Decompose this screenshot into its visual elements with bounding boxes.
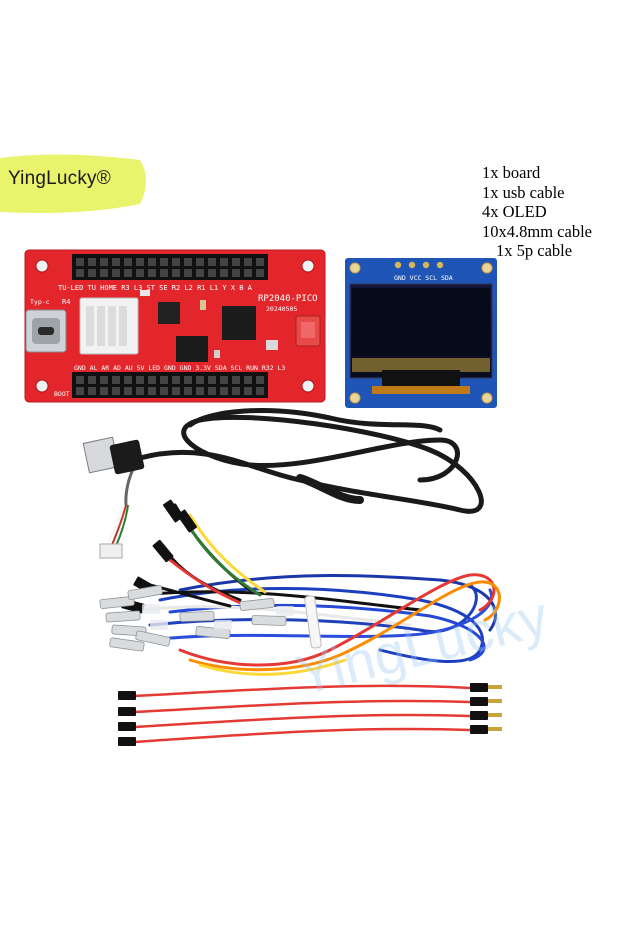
contents-item: 10x4.8mm cable (482, 221, 592, 241)
contents-item: 1x board (482, 163, 541, 182)
board-boot-label: BOOT (54, 390, 70, 398)
brand-badge (0, 154, 146, 213)
usb-cable (124, 408, 484, 514)
controller-board: TU-LED TU HOME R3 L3 ST SE R2 L2 R1 L1 Y… (24, 249, 326, 403)
board-r4-label: R4 (62, 298, 70, 306)
board-top-labels: TU-LED TU HOME R3 L3 ST SE R2 L2 R1 L1 Y… (58, 284, 253, 292)
contents-item: 4x OLED (482, 202, 547, 221)
package-contents-list: 1x board 1x usb cable 4x OLED 10x4.8mm c… (482, 163, 592, 261)
watermark-text: YingLucky (290, 584, 554, 707)
contents-item: 1x 5p cable (496, 241, 573, 260)
red-jumper-cables (118, 683, 502, 746)
cable-tie (304, 595, 322, 649)
oled-module: GND VCC SCL SDA (345, 258, 497, 408)
usb-a-plug (82, 436, 145, 475)
small-wire-connector (99, 504, 129, 559)
contents-item: 1x usb cable (482, 182, 565, 202)
board-date-code: 20240505 (266, 305, 297, 313)
rp2040-chip (222, 306, 256, 340)
oled-pin-labels: GND VCC SCL SDA (394, 274, 453, 282)
brand-logo: YingLucky® (8, 168, 111, 189)
board-bottom-labels: GND AL AR AD AU 5V LED GND GND 3.3V SDA … (74, 364, 285, 372)
board-model: RP2040-PICO (258, 294, 318, 304)
spade-terminals (99, 585, 294, 652)
flash-chip (176, 336, 208, 362)
board-port-label: Typ-c (30, 298, 50, 306)
